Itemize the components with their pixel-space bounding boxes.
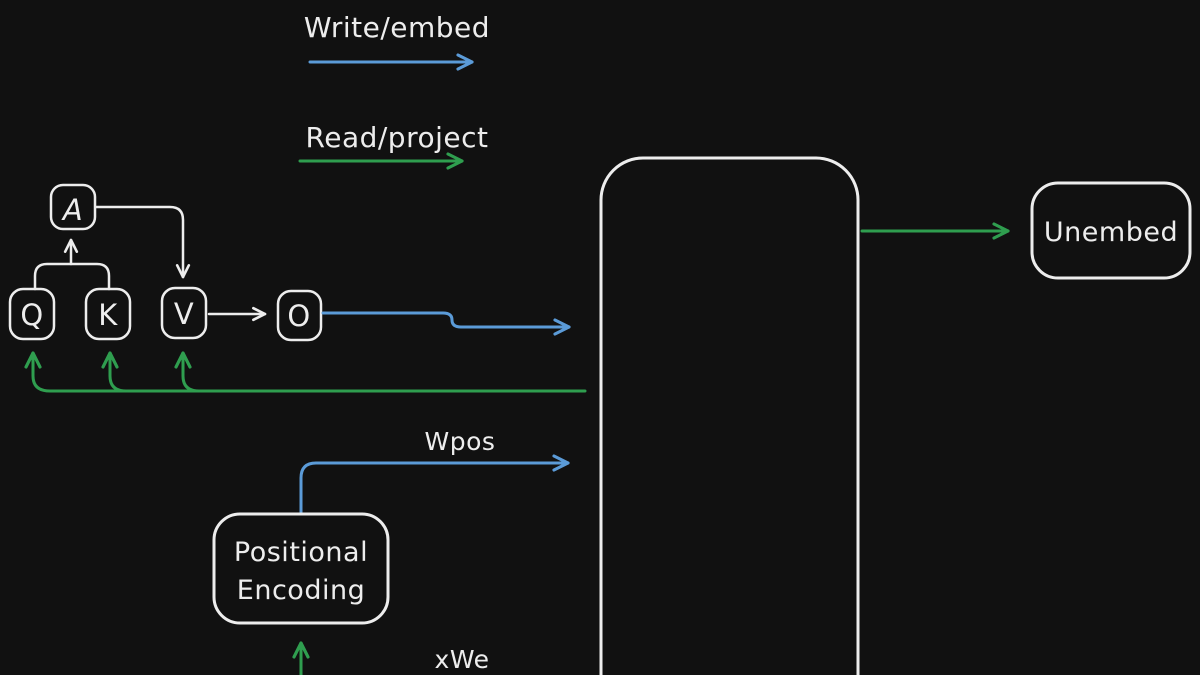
positional-encoding-box [212,512,390,625]
value-box [160,286,208,340]
wpos-label: Wpos [425,427,496,456]
wpos-write-arrow [299,454,570,514]
positional-encoding-label-line2: Encoding [237,575,365,606]
unembed-label: Unembed [1044,217,1178,248]
query-box [8,287,56,341]
residual-stream-box [599,156,860,675]
value-letter: V [174,297,194,331]
attention-pattern-letter: A [61,193,83,227]
write-embed-label: Write/embed [304,11,490,44]
read-line-to-query-arrow [24,351,587,393]
read-project-label: Read/project [306,121,489,154]
read-branch-to-key-arrow [101,351,128,393]
output-write-arrow [321,311,571,336]
output-letter: O [287,299,310,333]
positional-encoding-label-line1: Positional [234,537,368,568]
query-letter: Q [20,298,43,332]
xwe-label: xWe [435,645,490,674]
attention-to-value-arrow [94,205,191,279]
unembed-box [1030,181,1192,280]
output-box [276,289,323,342]
key-letter: K [98,298,118,332]
qk-merge-bracket [33,262,111,291]
read-branch-to-value-arrow [174,351,201,393]
